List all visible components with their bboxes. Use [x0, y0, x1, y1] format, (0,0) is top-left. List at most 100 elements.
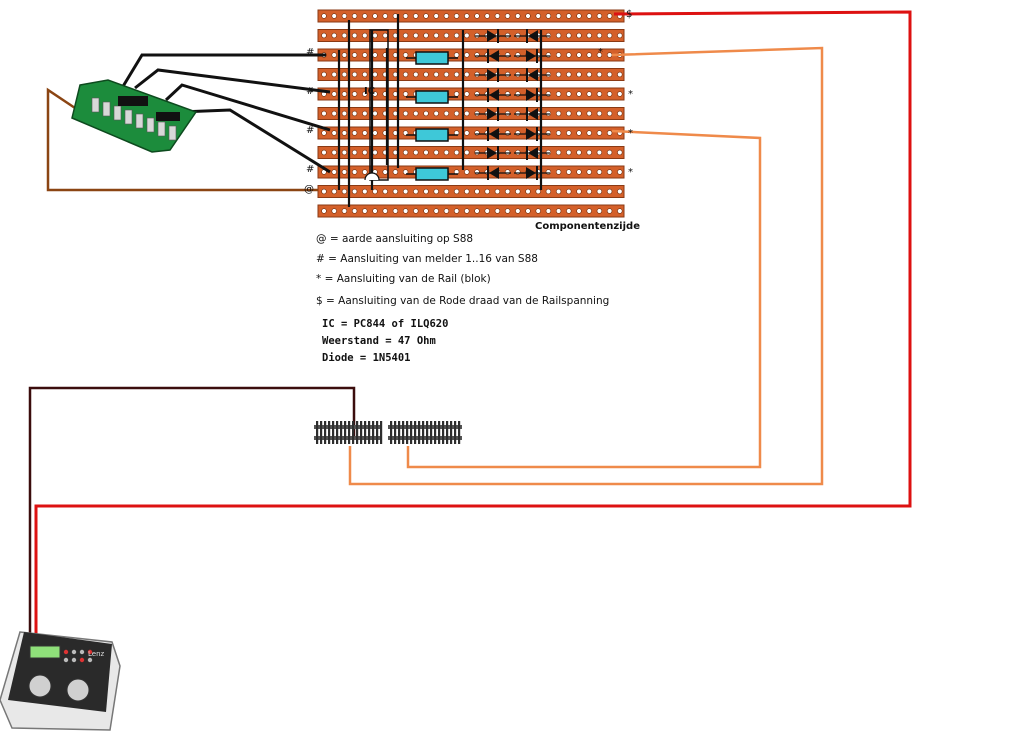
strip-hole	[453, 110, 460, 117]
sleeper	[430, 421, 433, 444]
strip-hole	[382, 13, 388, 19]
strip-hole	[423, 208, 429, 214]
controller-knob	[28, 674, 52, 698]
strip-hole	[606, 13, 613, 19]
strip-hole	[453, 13, 460, 19]
legend-ground: @ = aarde aansluiting op S88	[316, 233, 474, 245]
strip-hole	[351, 52, 358, 58]
strip-hole	[402, 71, 409, 78]
s88-chip	[156, 112, 180, 121]
strip-hole	[331, 169, 337, 175]
strip-hole	[423, 149, 429, 156]
controller-button	[63, 657, 69, 663]
controller-button	[87, 649, 93, 655]
strip-hole	[392, 188, 399, 195]
ic-marker: IC	[364, 86, 376, 97]
strip-hole	[372, 13, 378, 19]
strip-hole	[433, 188, 439, 195]
strip-hole	[555, 52, 562, 58]
sleeper	[380, 421, 383, 444]
wire-detector-2	[134, 68, 331, 94]
strip-hole	[586, 71, 592, 78]
strip-hole	[596, 208, 603, 214]
strip-hole	[576, 110, 582, 117]
sleeper	[410, 421, 413, 444]
track	[314, 421, 462, 444]
sleeper	[360, 421, 363, 444]
controller-button	[63, 649, 69, 655]
resistor	[415, 90, 449, 104]
copper-strip	[317, 68, 625, 81]
spec-ic: IC = PC844 of ILQ620	[322, 318, 449, 330]
strip-hole	[341, 52, 348, 58]
strip-hole	[606, 91, 613, 97]
sleeper	[442, 421, 445, 444]
strip-hole	[402, 188, 409, 195]
strip-hole	[566, 13, 572, 19]
strip-hole	[515, 91, 521, 97]
strip-hole	[586, 52, 592, 58]
strip-hole	[351, 110, 358, 117]
sleeper	[450, 421, 453, 444]
strip-hole	[453, 208, 460, 214]
strip-hole	[362, 91, 368, 97]
strip-hole	[617, 71, 623, 78]
strip-hole	[576, 130, 582, 136]
strip-hole	[474, 188, 480, 195]
strip-hole	[566, 188, 572, 195]
sleeper	[438, 421, 441, 444]
strip-hole	[555, 149, 562, 156]
strip-hole	[576, 71, 582, 78]
strip-hole	[535, 208, 541, 214]
strip-hole	[555, 71, 562, 78]
strip-hole	[453, 52, 460, 58]
sleeper	[320, 421, 323, 444]
strip-hole	[555, 32, 562, 39]
legend-rail: * = Aansluiting van de Rail (blok)	[316, 273, 491, 285]
strip-hole	[402, 169, 409, 175]
strip-hole	[566, 32, 572, 39]
strip-hole	[331, 52, 337, 58]
s88-terminal	[146, 117, 155, 133]
strip-hole	[566, 52, 572, 58]
strip-hole	[555, 110, 562, 117]
sleeper	[364, 421, 367, 444]
strip-hole	[331, 13, 337, 19]
strip-hole	[423, 13, 429, 19]
strip-hole	[331, 149, 337, 156]
strip-hole	[341, 13, 348, 19]
sleeper	[454, 421, 457, 444]
strip-hole	[606, 32, 613, 39]
s88-terminal	[91, 97, 100, 113]
strip-hole	[617, 91, 623, 97]
strip-hole	[555, 188, 562, 195]
controller: Lenz	[0, 631, 121, 731]
controller-button	[87, 657, 93, 663]
ic-notch	[364, 172, 380, 181]
strip-hole	[321, 130, 327, 136]
strip-hole	[596, 32, 603, 39]
strip-hole	[372, 52, 378, 58]
rail	[388, 436, 462, 440]
s88-terminal	[113, 105, 122, 121]
s88-terminal	[135, 113, 144, 129]
wire-return	[28, 386, 356, 640]
sleeper	[406, 421, 409, 444]
sleeper	[336, 421, 339, 444]
sleeper	[348, 421, 351, 444]
strip-hole	[321, 110, 327, 117]
resistor	[415, 167, 449, 181]
strip-hole	[453, 71, 460, 78]
strip-hole	[341, 188, 348, 195]
strip-hole	[494, 13, 501, 19]
strip-hole	[606, 149, 613, 156]
copper-strip	[317, 87, 625, 101]
copper-strip	[317, 165, 625, 179]
strip-hole	[464, 130, 470, 136]
strip-hole	[402, 110, 409, 117]
sleeper	[372, 421, 375, 444]
right-mark-2: *	[628, 128, 633, 139]
left-mark-3: #	[306, 125, 315, 136]
strip-hole	[576, 169, 582, 175]
strip-hole	[321, 71, 327, 78]
